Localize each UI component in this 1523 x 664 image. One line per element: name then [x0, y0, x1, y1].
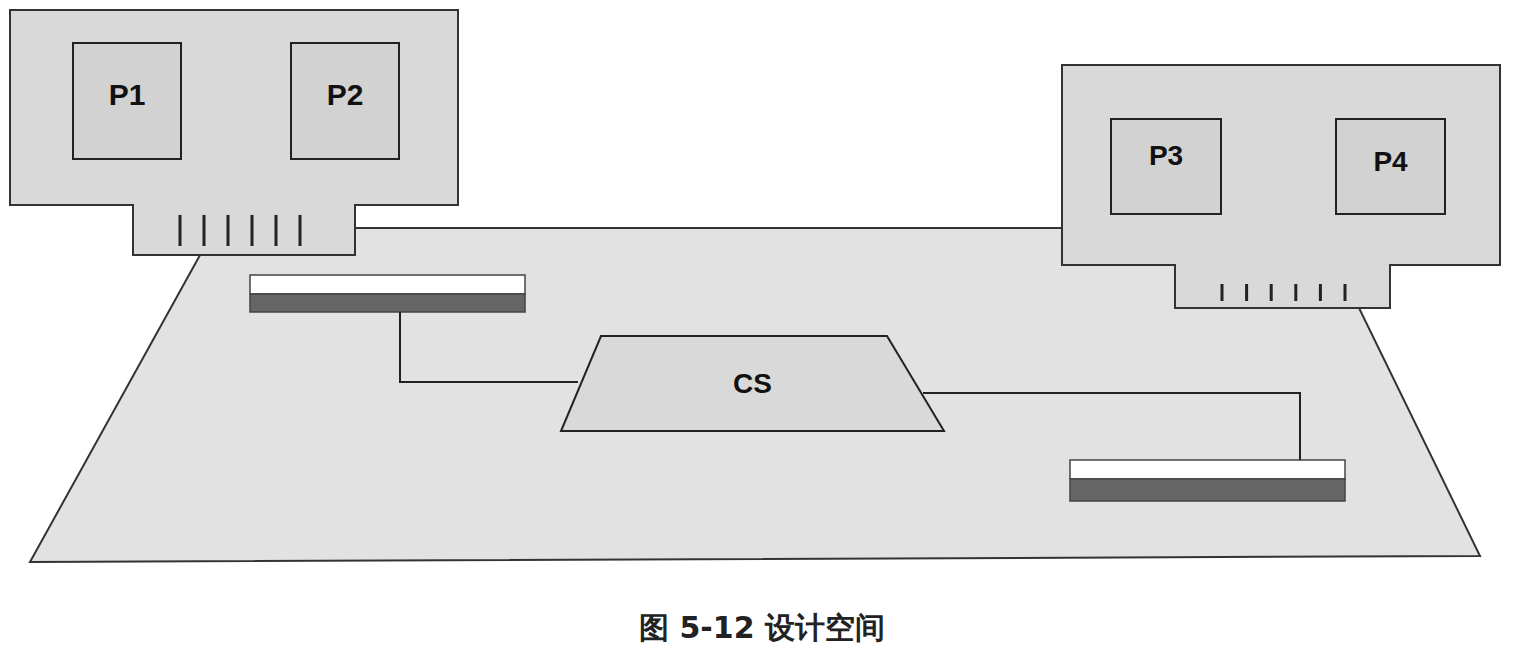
pin: [1221, 284, 1224, 301]
pin: [275, 215, 278, 246]
pin: [1245, 284, 1248, 301]
plug-in-card: [10, 10, 458, 255]
pin: [203, 215, 206, 246]
processor-box: P1: [72, 42, 182, 160]
slot-base: [250, 294, 525, 312]
slot-top: [1070, 460, 1345, 479]
node-label: CS: [733, 368, 772, 400]
slot-top: [250, 275, 525, 294]
pin: [227, 215, 230, 246]
plug-in-card: [1062, 65, 1500, 308]
pin: [1294, 284, 1297, 301]
pin: [1344, 284, 1347, 301]
processor-box: P3: [1110, 118, 1222, 215]
crossbar-switch: CS: [560, 335, 945, 432]
bus-wire: [400, 312, 578, 382]
pin: [299, 215, 302, 246]
node-label: P4: [1373, 146, 1407, 178]
slot-base: [1070, 479, 1345, 501]
pin: [1270, 284, 1273, 301]
pin: [179, 215, 182, 246]
figure-caption: 图 5-12 设计空间: [639, 608, 885, 649]
node-label: P1: [109, 78, 146, 112]
processor-box: P4: [1335, 118, 1446, 215]
pin: [251, 215, 254, 246]
node-label: P2: [327, 78, 364, 112]
pin: [1319, 284, 1322, 301]
edge-connector-pins: [180, 215, 1345, 301]
processor-box: P2: [290, 42, 400, 160]
bus-wire: [923, 393, 1300, 460]
node-label: P3: [1149, 140, 1183, 172]
